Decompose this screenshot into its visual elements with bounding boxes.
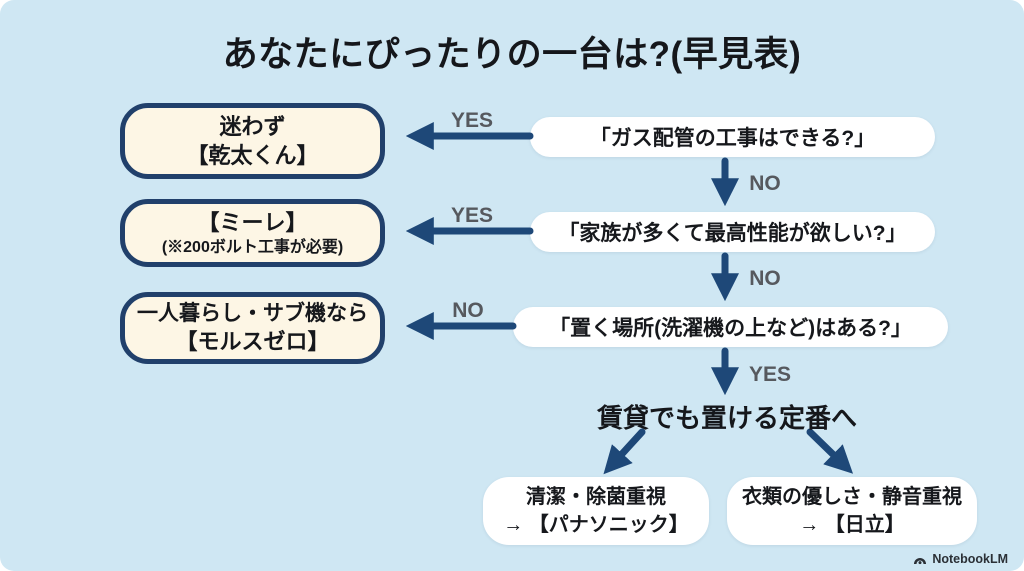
page-title: あなたにぴったりの一台は?(早見表) (222, 35, 802, 74)
branch-label-no-q3: NO (452, 299, 484, 322)
notebooklm-logo-icon (914, 558, 927, 565)
result-line: (※200ボルト工事が必要) (161, 238, 344, 256)
question-family-performance: 「家族が多くて最高性能が欲しい?」 (530, 212, 935, 252)
option-line: 衣類の優しさ・静音重視 (742, 486, 962, 508)
result-line: 一人暮らし・サブ機なら (137, 301, 368, 325)
watermark-label: NotebookLM (932, 552, 1008, 566)
arrow-fallback-to-panasonic (603, 428, 646, 475)
arrow-fallback-to-hitachi (806, 428, 854, 474)
result-box-kanta-kun: 迷わず 【乾太くん】 (120, 103, 385, 179)
branch-label-no-down1: NO (749, 172, 781, 195)
option-box-panasonic: 清潔・除菌重視 → 【パナソニック】 (483, 477, 709, 545)
result-line: 【モルスゼロ】 (175, 329, 330, 355)
result-box-morus-zero: 一人暮らし・サブ機なら 【モルスゼロ】 (120, 292, 385, 364)
fallback-heading: 賃貸でも置ける定番へ (596, 403, 858, 433)
watermark: NotebookLM (913, 552, 1008, 566)
question-placement-space: 「置く場所(洗濯機の上など)はある?」 (513, 307, 948, 347)
result-line: 【ミーレ】 (197, 209, 308, 235)
option-line: → 【パナソニック】 (503, 514, 689, 536)
result-line: 【乾太くん】 (186, 143, 319, 168)
option-box-hitachi: 衣類の優しさ・静音重視 → 【日立】 (727, 477, 977, 545)
question-gas-piping: 「ガス配管の工事はできる?」 (530, 117, 935, 157)
result-line: 迷わず (219, 113, 286, 139)
branch-label-yes-q2: YES (450, 204, 494, 227)
branch-label-yes-q1: YES (450, 109, 494, 132)
option-line: 清潔・除菌重視 (526, 486, 666, 508)
option-line: → 【日立】 (799, 514, 905, 536)
branch-label-yes-down3: YES (748, 363, 792, 386)
result-box-miele: 【ミーレ】 (※200ボルト工事が必要) (120, 199, 385, 267)
branch-label-no-down2: NO (749, 267, 781, 290)
